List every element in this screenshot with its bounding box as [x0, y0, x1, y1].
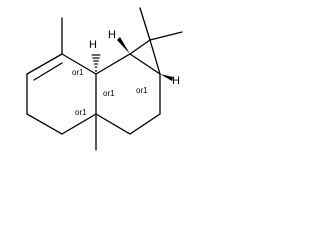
bond: [129, 39, 151, 55]
bond: [95, 113, 131, 135]
bond: [129, 53, 161, 75]
hatched-bond: [91, 54, 101, 72]
wedge-bond: [160, 74, 173, 81]
wedge-bond: [117, 37, 130, 54]
hydrogen-label: H: [108, 29, 116, 41]
bond-skeleton: [26, 7, 183, 151]
bond: [149, 39, 161, 75]
bond: [139, 7, 151, 41]
bond: [149, 31, 183, 41]
stereo-descriptor: or1: [72, 68, 84, 77]
hydrogen-label: H: [89, 39, 97, 51]
stereo-bonds: [91, 37, 173, 81]
bond: [61, 53, 97, 75]
bond: [95, 53, 131, 75]
hydrogen-label: H: [172, 75, 180, 87]
stereo-descriptor: or1: [75, 108, 87, 117]
structure-diagram: H H H or1 or1 or1 or1: [26, 7, 183, 151]
bond: [26, 113, 63, 135]
bond: [129, 113, 161, 135]
bond: [26, 53, 63, 75]
bond: [33, 62, 63, 81]
bond: [61, 113, 97, 135]
stereo-descriptor: or1: [136, 86, 148, 95]
stereo-descriptor: or1: [103, 89, 115, 98]
